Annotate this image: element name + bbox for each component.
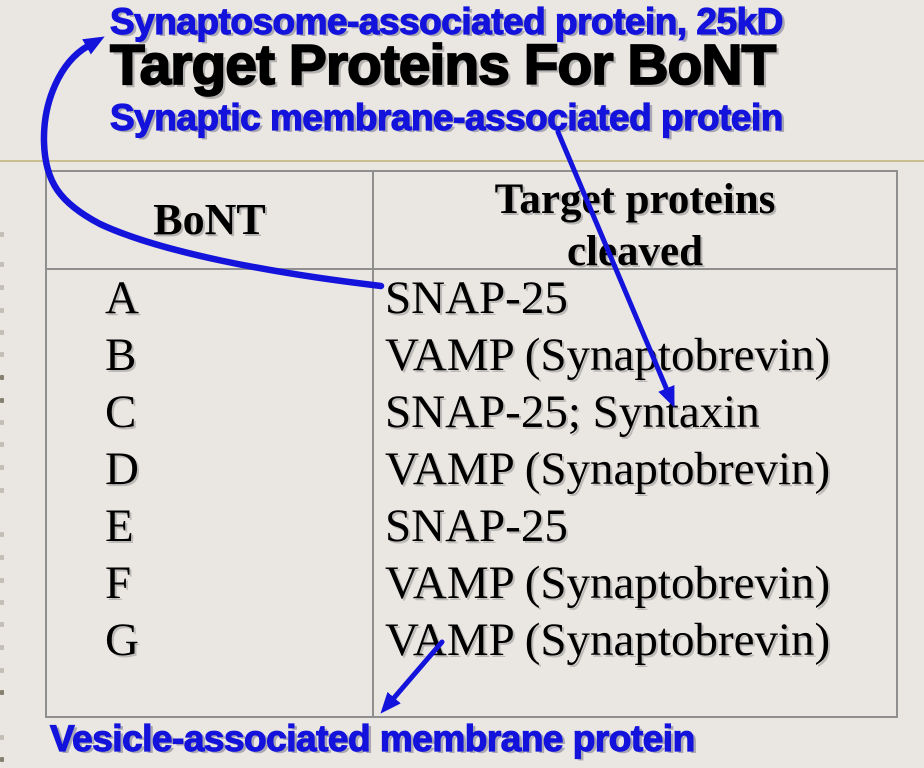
label-synaptosome-protein: Synaptosome-associated protein, 25kD [109, 1, 784, 42]
edge-mark [0, 668, 4, 673]
edge-mark [0, 442, 4, 447]
target-protein-cell: SNAP-25 [385, 500, 568, 552]
target-protein-cell: VAMP (Synaptobrevin) [385, 443, 831, 495]
label-synaptic-membrane-protein: Synaptic membrane-associated protein [109, 97, 784, 138]
edge-mark [0, 555, 4, 560]
edge-mark [0, 398, 4, 403]
edge-mark [0, 578, 4, 583]
label-vesicle-membrane-protein: Vesicle-associated membrane protein [49, 717, 695, 759]
table-row: A SNAP-25 [47, 270, 896, 327]
table-row: G VAMP (Synaptobrevin) [47, 612, 896, 669]
edge-mark [0, 262, 4, 267]
edge-mark [0, 735, 4, 740]
table-header-bont: BoNT [153, 195, 266, 244]
edge-mark [0, 232, 4, 237]
edge-mark [0, 420, 4, 425]
target-protein-cell: SNAP-25 [385, 272, 568, 324]
edge-mark [0, 532, 4, 537]
edge-mark [0, 757, 4, 762]
target-protein-cell: VAMP (Synaptobrevin) [385, 614, 831, 666]
edge-mark [0, 308, 4, 313]
edge-mark [0, 375, 4, 380]
bont-type-cell: D [105, 443, 139, 495]
edge-mark [0, 465, 4, 470]
slide-title: Target Proteins For BoNT [109, 33, 777, 97]
edge-mark [0, 622, 4, 627]
bont-type-cell: B [105, 329, 137, 381]
bont-type-cell: E [105, 500, 134, 552]
table-row: F VAMP (Synaptobrevin) [47, 555, 896, 612]
table-header-divider [47, 268, 896, 270]
table-row: D VAMP (Synaptobrevin) [47, 441, 896, 498]
table-header-target-proteins: Target proteins cleaved [374, 174, 896, 278]
table-row: B VAMP (Synaptobrevin) [47, 327, 896, 384]
table-column-divider [372, 172, 374, 716]
edge-mark [0, 285, 4, 290]
target-protein-cell: VAMP (Synaptobrevin) [385, 557, 831, 609]
table-row: C SNAP-25; Syntaxin [47, 384, 896, 441]
bont-type-cell: A [105, 272, 139, 324]
edge-mark [0, 600, 4, 605]
edge-mark [0, 645, 4, 650]
edge-mark [0, 352, 4, 357]
bont-type-cell: G [105, 614, 139, 666]
bont-type-cell: C [105, 386, 137, 438]
title-divider-rule [0, 160, 924, 162]
target-protein-cell: SNAP-25; Syntaxin [385, 386, 760, 438]
edge-mark [0, 330, 4, 335]
target-protein-cell: VAMP (Synaptobrevin) [385, 329, 831, 381]
edge-mark [0, 488, 4, 493]
bont-type-cell: F [105, 557, 132, 609]
table-header-target-line1: Target proteins [494, 176, 776, 223]
edge-mark [0, 690, 4, 695]
table-row: E SNAP-25 [47, 498, 896, 555]
